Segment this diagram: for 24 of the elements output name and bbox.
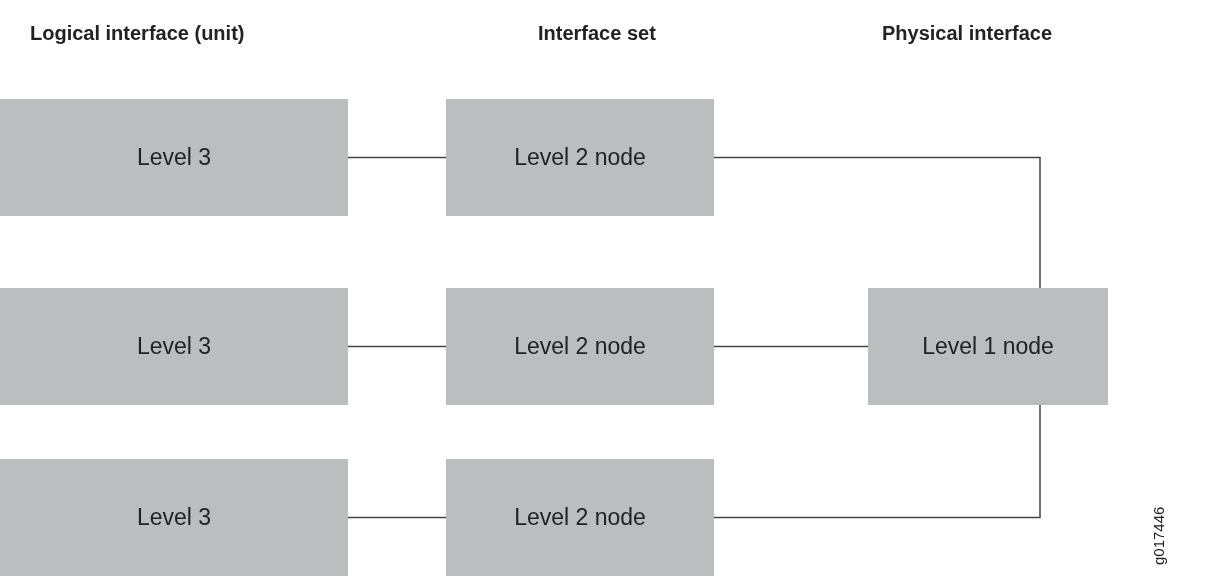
connector-line bbox=[713, 404, 1041, 519]
node-label: Level 3 bbox=[136, 333, 212, 360]
process-box bbox=[0, 99, 348, 216]
process-box bbox=[446, 288, 714, 405]
column-heading: Logical interface (unit) bbox=[30, 22, 245, 45]
node-label: Level 3 bbox=[136, 504, 212, 531]
column-heading: Physical interface bbox=[882, 22, 1053, 45]
node-label: Level 2 node bbox=[514, 504, 646, 531]
node-label: Level 1 node bbox=[922, 333, 1054, 360]
process-box bbox=[446, 99, 714, 216]
connector-line bbox=[347, 516, 447, 519]
process-box bbox=[868, 288, 1108, 405]
node-label: Level 2 node bbox=[514, 333, 646, 360]
node-label: Level 3 bbox=[136, 144, 212, 171]
connector-line bbox=[347, 345, 447, 348]
column-heading: Interface set bbox=[538, 22, 656, 45]
node-label: Level 2 node bbox=[514, 144, 646, 171]
process-box bbox=[0, 459, 348, 576]
connector-line bbox=[713, 345, 869, 348]
process-box bbox=[0, 288, 348, 405]
connector-line bbox=[347, 156, 447, 159]
connector-line bbox=[713, 156, 1041, 289]
process-box bbox=[446, 459, 714, 576]
figure-id: g017446 bbox=[1150, 506, 1167, 565]
